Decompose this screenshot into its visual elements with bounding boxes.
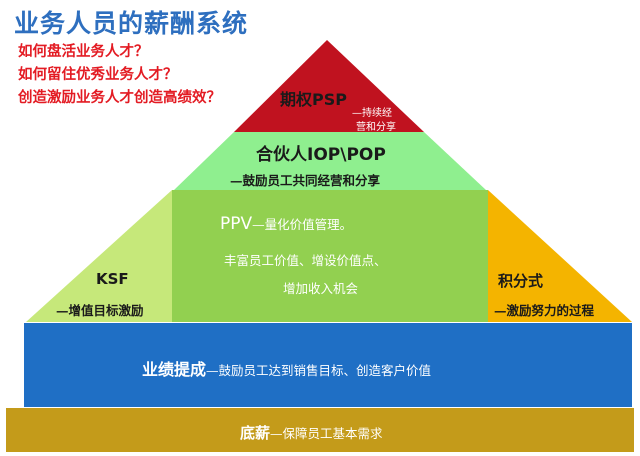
- iop-trapezoid: [174, 132, 486, 190]
- ppv-label: PPV: [220, 214, 253, 234]
- page-title: 业务人员的薪酬系统: [14, 9, 249, 38]
- psp-triangle: [234, 40, 424, 132]
- iop-desc: —鼓励员工共同经营和分享: [230, 173, 381, 188]
- base-row: 底薪—保障员工基本需求: [240, 422, 383, 443]
- ppv-heading: PPV—量化价值管理。: [220, 214, 352, 234]
- ppv-line2: 丰富员工价值、增设价值点、: [224, 253, 387, 268]
- ppv-line3: 增加收入机会: [283, 281, 359, 296]
- question-2: 如何留住优秀业务人才？: [18, 67, 178, 83]
- points-desc: —激励努力的过程: [494, 303, 595, 318]
- ppv-block: [172, 190, 488, 322]
- question-3: 创造激励业务人才创造高绩效？: [18, 90, 221, 106]
- psp-label: 期权PSP: [280, 90, 347, 109]
- ksf-desc: —增值目标激励: [56, 303, 144, 318]
- question-1: 如何盘活业务人才？: [18, 44, 149, 60]
- psp-desc-line2: 营和分享: [356, 122, 396, 133]
- ksf-wedge: [26, 190, 172, 322]
- ksf-label: KSF: [96, 270, 129, 288]
- performance-label: 业绩提成: [142, 360, 207, 379]
- base-band: [6, 408, 634, 452]
- performance-row: 业绩提成—鼓励员工达到销售目标、创造客户价值: [142, 356, 431, 380]
- base-desc: —保障员工基本需求: [270, 426, 383, 441]
- base-label: 底薪: [240, 424, 271, 442]
- performance-desc: —鼓励员工达到销售目标、创造客户价值: [206, 363, 432, 378]
- points-label: 积分式: [498, 272, 544, 290]
- performance-band: [24, 323, 632, 407]
- ppv-suffix: —量化价值管理。: [252, 217, 353, 232]
- iop-label: 合伙人IOP\POP: [256, 145, 386, 165]
- points-wedge: [488, 190, 632, 322]
- psp-desc-line1: —持续经: [352, 108, 392, 119]
